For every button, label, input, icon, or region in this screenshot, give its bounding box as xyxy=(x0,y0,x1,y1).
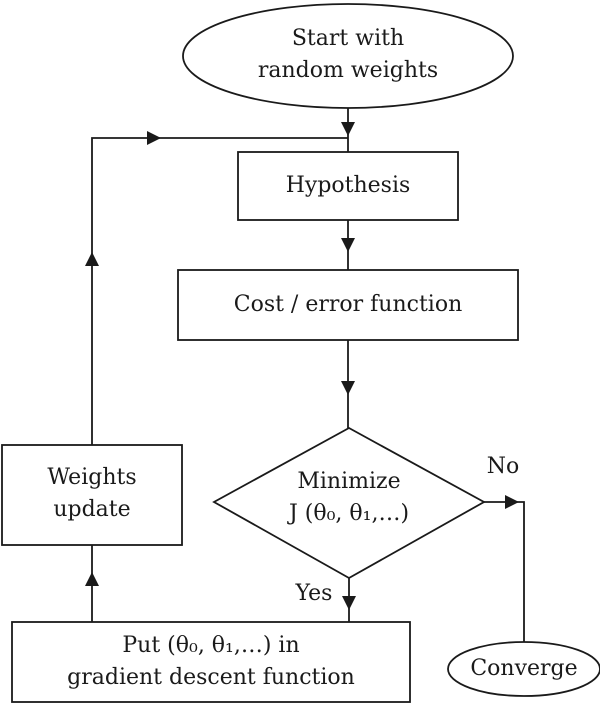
decision-node-label: Minimize J (θ₀, θ₁,…) xyxy=(288,469,410,526)
arrowhead-start-hypothesis xyxy=(341,122,355,136)
arrowhead-loop-right xyxy=(147,131,161,145)
weights-node-label: Weights update xyxy=(47,465,137,522)
edge-weights-loop-back xyxy=(91,137,348,445)
hypothesis-node-label: Hypothesis xyxy=(285,173,411,198)
converge-node-label: Converge xyxy=(470,656,578,681)
arrowhead-cost-decision xyxy=(341,381,355,395)
edge-label-yes: Yes xyxy=(295,581,333,606)
arrowhead-decision-gradient xyxy=(342,596,356,610)
arrowhead-gradient-weights xyxy=(85,572,99,586)
edge-label-no: No xyxy=(486,454,520,479)
cost-node-label: Cost / error function xyxy=(233,292,463,317)
gradient-node-label: Put (θ₀, θ₁,…) in gradient descent funct… xyxy=(67,633,355,690)
arrowhead-hypothesis-cost xyxy=(341,238,355,252)
arrowhead-decision-converge xyxy=(505,495,519,509)
start-node-label: Start with random weights xyxy=(257,26,439,83)
arrowhead-weights-up xyxy=(85,252,99,266)
edge-decision-to-converge xyxy=(484,501,525,642)
gradient-node-shape xyxy=(11,621,411,703)
hypothesis-node-shape xyxy=(237,151,459,221)
